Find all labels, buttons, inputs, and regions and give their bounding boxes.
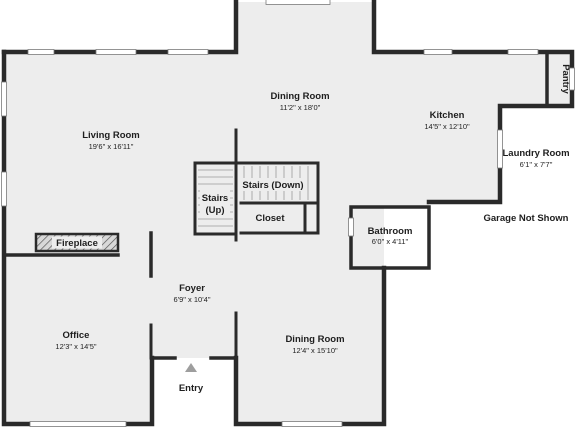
living-room-dims: 19'6" x 16'11"	[89, 142, 134, 151]
entry-label: Entry	[179, 383, 204, 394]
laundry-room-name: Laundry Room	[502, 148, 569, 159]
dining-room-top-name: Dining Room	[270, 91, 329, 102]
living-room-name: Living Room	[82, 130, 140, 141]
stairs-up-label-bg	[200, 190, 230, 216]
dining-room-bottom-dims: 12'4" x 15'10"	[292, 346, 338, 355]
foyer-name: Foyer	[179, 283, 205, 294]
bathroom-dims: 6'0" x 4'11"	[372, 237, 409, 246]
dining-room-top-dims: 11'2" x 18'0"	[280, 103, 321, 112]
closet-name: Closet	[255, 213, 285, 224]
stairs-down-name: Stairs (Down)	[242, 180, 303, 191]
fireplace-label-bg	[52, 236, 102, 249]
kitchen-name: Kitchen	[430, 110, 465, 121]
pantry-name: Pantry	[560, 64, 571, 94]
floor-area	[4, 2, 572, 424]
office-name: Office	[63, 330, 90, 341]
stairs-up-name-line2: (Up)	[206, 205, 225, 216]
stairs-up-name-line1: Stairs	[202, 193, 228, 204]
fireplace-label: Fireplace	[56, 238, 98, 249]
garage-note: Garage Not Shown	[484, 213, 569, 224]
bathroom-name: Bathroom	[368, 226, 413, 237]
stairs-down-label-bg	[241, 178, 305, 191]
kitchen-dims: 14'5" x 12'10"	[424, 122, 470, 131]
office-dims: 12'3" x 14'5"	[55, 342, 96, 351]
dining-room-bottom-name: Dining Room	[285, 334, 344, 345]
laundry-room-dims: 6'1" x 7'7"	[520, 160, 553, 169]
entry-arrow-icon	[185, 363, 197, 372]
foyer-dims: 6'9" x 10'4"	[174, 295, 211, 304]
